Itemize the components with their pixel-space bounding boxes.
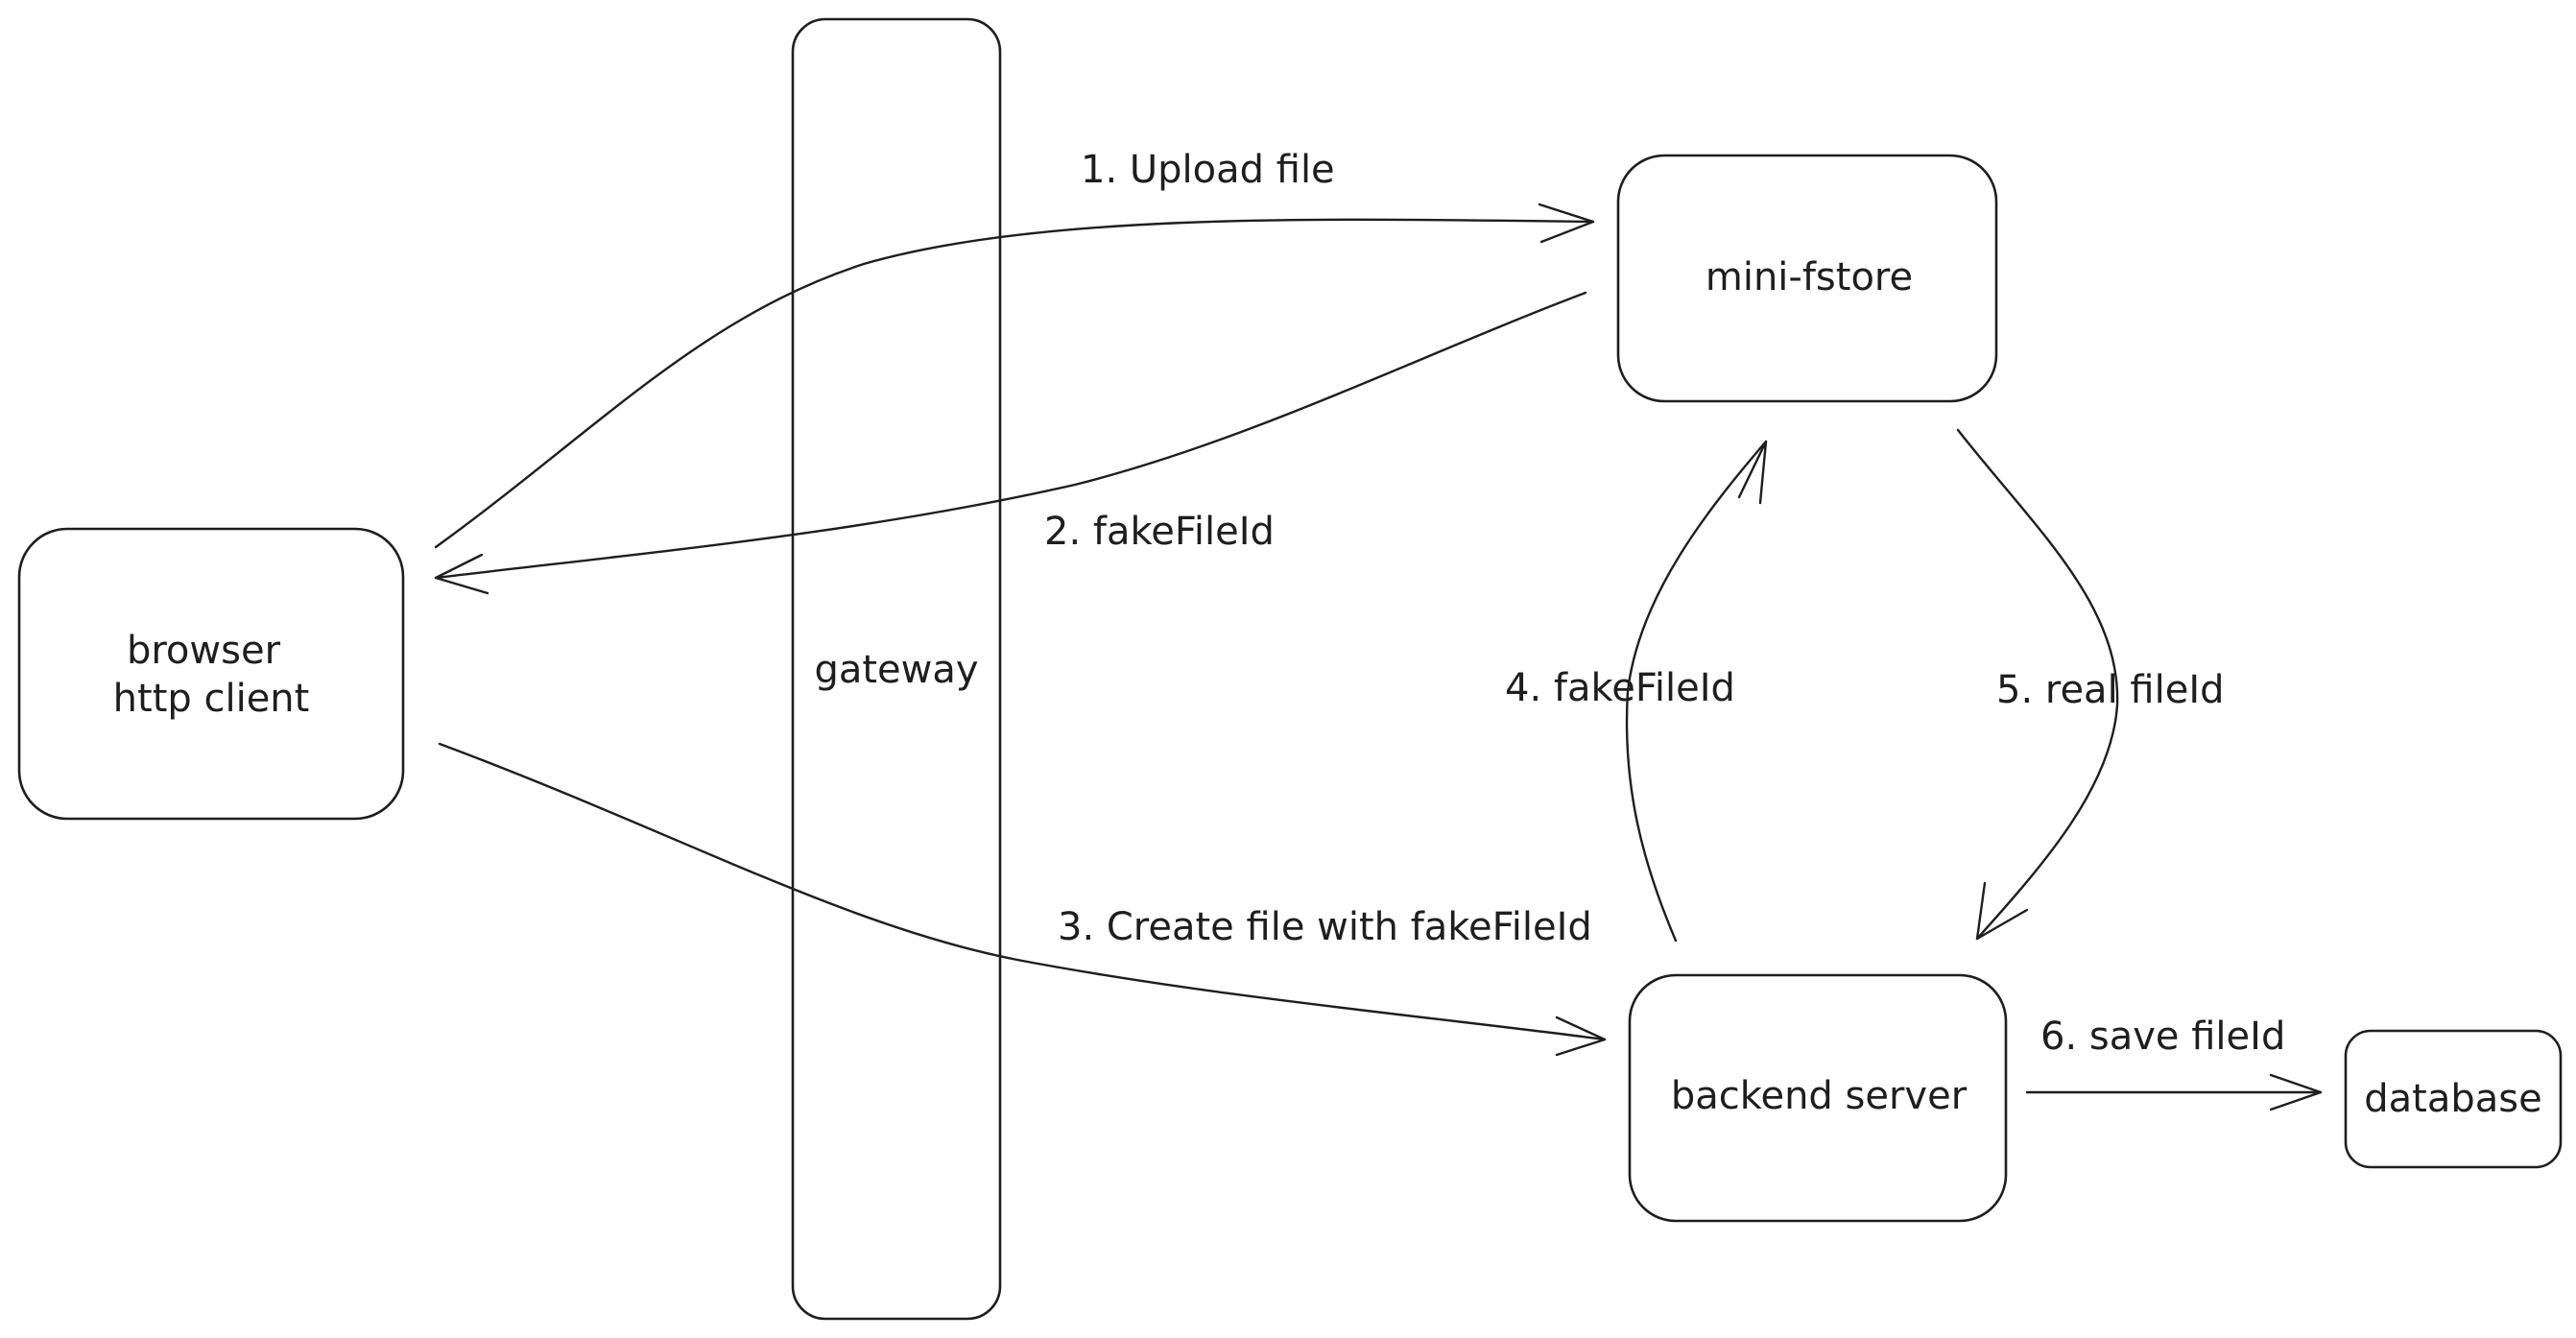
edge-label-real-file-id: 5. real fileId xyxy=(1996,668,2225,712)
browser-label-line-2: http client xyxy=(113,677,310,721)
browser-node: browser http client xyxy=(17,527,405,821)
gateway-node: gateway xyxy=(791,17,1002,1321)
edge-upload-file xyxy=(434,203,1595,549)
edge-save-file-id xyxy=(2025,1073,2323,1111)
edge-fake-file-id-to-browser xyxy=(434,291,1587,595)
database-node: database xyxy=(2344,1029,2563,1169)
edge-label-create-file: 3. Create file with fakeFileId xyxy=(1058,905,1592,949)
gateway-label: gateway xyxy=(814,648,978,692)
edge-create-file xyxy=(438,742,1607,1057)
edge-fake-file-id-to-fstore xyxy=(1625,440,1768,943)
backend-server-label: backend server xyxy=(1671,1074,1968,1118)
edge-label-fake-file-id-to-browser: 2. fakeFileId xyxy=(1044,510,1275,554)
edge-label-save-file-id: 6. save fileId xyxy=(2040,1015,2285,1059)
edge-real-file-id xyxy=(1956,428,2119,941)
browser-label-line-1: browser xyxy=(127,629,281,673)
edge-label-fake-file-id-to-fstore: 4. fakeFileId xyxy=(1505,666,1735,710)
edge-label-upload-file: 1. Upload file xyxy=(1081,148,1335,192)
database-label: database xyxy=(2364,1077,2541,1121)
mini-fstore-label: mini-fstore xyxy=(1705,255,1913,299)
backend-server-node: backend server xyxy=(1628,973,2008,1223)
mini-fstore-node: mini-fstore xyxy=(1616,154,1998,403)
